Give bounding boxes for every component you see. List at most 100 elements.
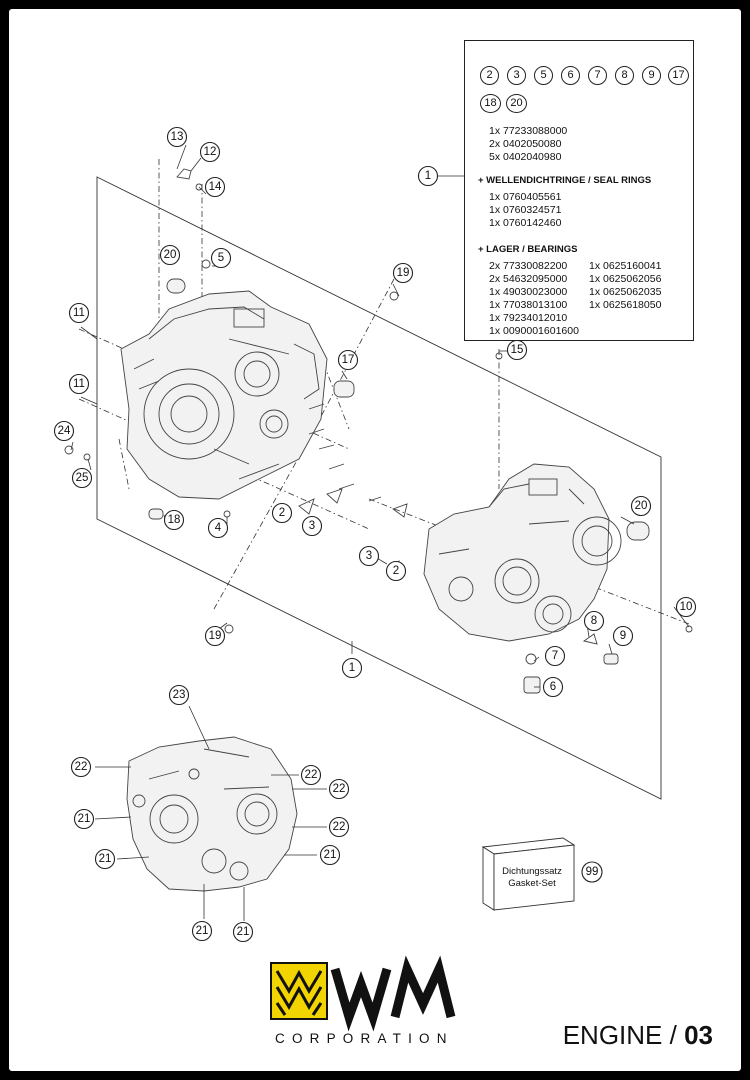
callout-6: 6 [542, 676, 564, 698]
kit-circle-17: 17 [668, 66, 689, 85]
gasket-set-box [481, 837, 576, 911]
callout-19-top: 19 [392, 262, 414, 284]
gasket-set-label-de: Dichtungssatz [502, 866, 562, 877]
callout-99-text: 99 [586, 866, 599, 878]
callout-22-left-text: 22 [75, 761, 88, 773]
callout-4-text: 4 [215, 522, 222, 534]
kit-line: 1x 0625160041 [589, 260, 662, 272]
callout-20-right-text: 20 [635, 500, 648, 512]
callout-25: 25 [71, 467, 93, 489]
callout-2-left: 2 [271, 502, 293, 524]
callout-1-bottom-text: 1 [349, 662, 355, 674]
crankcase-left-half [120, 290, 328, 500]
callout-21-bottom-left-text: 21 [196, 925, 209, 937]
gasket-set-label-en: Gasket-Set [508, 878, 556, 889]
callout-19-bottom: 19 [204, 625, 226, 647]
callout-25-text: 25 [76, 472, 89, 484]
callout-5: 5 [210, 247, 232, 269]
kit-circle-7: 7 [588, 66, 607, 85]
callout-21-lower-left-text: 21 [99, 853, 112, 865]
callout-8-text: 8 [591, 615, 597, 627]
kit-circle-9: 9 [642, 66, 661, 85]
callout-22-right: 22 [328, 778, 350, 800]
section-number: 03 [684, 1020, 713, 1050]
callout-21-bottom-left: 21 [191, 920, 213, 942]
kit-line: 1x 77233088000 [489, 125, 568, 137]
callout-3-right: 3 [358, 545, 380, 567]
callout-13-text: 13 [171, 131, 184, 143]
section-title: ENGINE / 03 [563, 1020, 713, 1051]
callout-22-bottom-right: 22 [328, 816, 350, 838]
callout-20-right: 20 [630, 495, 652, 517]
callout-23: 23 [168, 684, 190, 706]
small-parts [64, 168, 693, 694]
callout-11-bottom-text: 11 [73, 378, 85, 390]
kit-line: 1x 0625062035 [589, 286, 662, 298]
callout-17-text: 17 [342, 354, 355, 366]
callout-99: 99 [581, 861, 603, 883]
callout-2-left-text: 2 [279, 507, 285, 519]
callout-8: 8 [583, 610, 605, 632]
kit-line: 1x 0760142460 [489, 217, 562, 229]
diagram-page: 13 12 14 20 5 19 11 17 11 24 25 18 4 2 3… [9, 9, 741, 1071]
callout-18: 18 [163, 509, 185, 531]
kit-circle-6: 6 [561, 66, 580, 85]
kit-line: 1x 0625618050 [589, 299, 662, 311]
callout-1-bottom: 1 [341, 657, 363, 679]
callout-11-bottom: 11 [68, 373, 90, 395]
kit-circle-2: 2 [480, 66, 499, 85]
callout-24-text: 24 [58, 425, 71, 437]
kit-line: 1x 0760324571 [489, 204, 562, 216]
callout-3-right-text: 3 [366, 550, 372, 562]
crankcase-right-half [423, 463, 622, 642]
callout-21-bottom-right: 21 [232, 921, 254, 943]
kit-line: 2x 77330082200 [489, 260, 568, 272]
callout-11-top: 11 [68, 302, 90, 324]
section-name: ENGINE / [562, 1020, 685, 1050]
kit-line: 1x 49030023000 [489, 286, 568, 298]
callout-9: 9 [612, 625, 634, 647]
callout-18-text: 18 [168, 514, 181, 526]
callout-19-top-text: 19 [397, 267, 410, 279]
callout-17: 17 [337, 349, 359, 371]
kit-line: 2x 54632095000 [489, 273, 568, 285]
kit-circle-18: 18 [480, 94, 501, 113]
callout-15-text: 15 [511, 344, 524, 356]
callout-22-bottom-right-text: 22 [333, 821, 346, 833]
callout-7-text: 7 [552, 650, 558, 662]
assembly-outline [96, 176, 662, 800]
callout-2-right-text: 2 [393, 565, 399, 577]
callout-13: 13 [166, 126, 188, 148]
callout-3-left: 3 [301, 515, 323, 537]
callout-24: 24 [53, 420, 75, 442]
callout-21-right: 21 [319, 844, 341, 866]
callout-2-right: 2 [385, 560, 407, 582]
callout-12-text: 12 [204, 146, 217, 158]
kit-circle-3: 3 [507, 66, 526, 85]
callout-14: 14 [204, 176, 226, 198]
callout-20-left-text: 20 [164, 249, 177, 261]
callout-4: 4 [207, 517, 229, 539]
callout-5-text: 5 [218, 252, 224, 264]
callout-21-bottom-right-text: 21 [237, 926, 250, 938]
callout-22-top-right: 22 [300, 764, 322, 786]
callout-21-right-text: 21 [324, 849, 337, 861]
callout-22-left: 22 [70, 756, 92, 778]
kit-line: 1x 0625062056 [589, 273, 662, 285]
callout-21-lower-left: 21 [94, 848, 116, 870]
kit-circle-8: 8 [615, 66, 634, 85]
callout-3-left-text: 3 [309, 520, 315, 532]
kit-circle-20: 20 [506, 94, 527, 113]
crankcase-bottom-view [126, 736, 298, 892]
callout-21-left: 21 [73, 808, 95, 830]
bearings-heading: + LAGER / BEARINGS [478, 244, 578, 255]
seal-rings-heading: + WELLENDICHTRINGE / SEAL RINGS [478, 175, 652, 186]
brand-subtitle: CORPORATION [275, 1031, 454, 1046]
exploded-view-diagram: 13 12 14 20 5 19 11 17 11 24 25 18 4 2 3… [53, 126, 697, 1032]
callout-22-top-right-text: 22 [305, 769, 318, 781]
callout-12: 12 [199, 141, 221, 163]
callout-10-text: 10 [680, 601, 693, 613]
callout-22-right-text: 22 [333, 783, 346, 795]
callout-10: 10 [675, 596, 697, 618]
callout-1-kit: 1 [417, 165, 464, 187]
